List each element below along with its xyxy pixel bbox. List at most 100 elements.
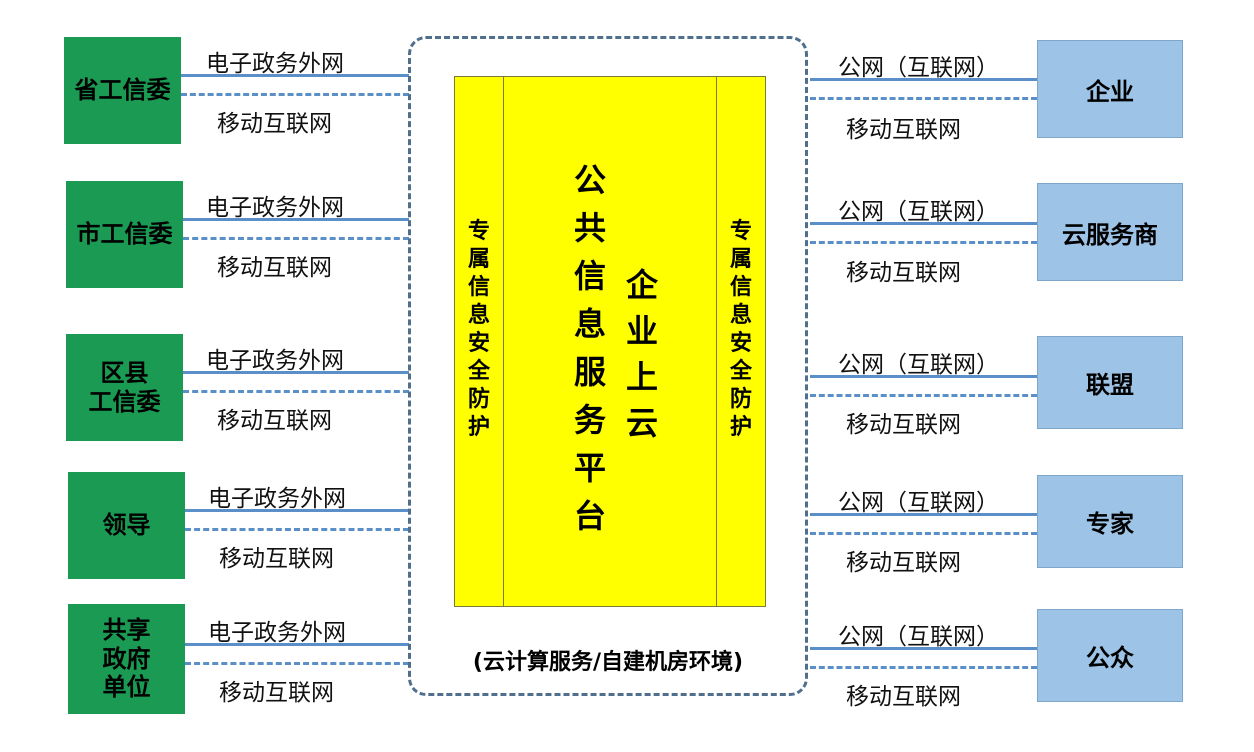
left-dashed-line-5 [185, 662, 409, 665]
left-node-3-line-1: 区县 [100, 358, 149, 387]
left-solid-label-4: 电子政务外网 [208, 486, 346, 512]
right-node-1: 企业 [1037, 40, 1183, 138]
left-solid-line-5 [185, 643, 409, 646]
char: 护 [729, 415, 752, 440]
char: 专 [729, 219, 752, 244]
right-dashed-line-3 [810, 394, 1037, 397]
char: 服 [573, 353, 606, 391]
char: 安 [467, 331, 490, 356]
left-dashed-line-3 [183, 390, 409, 393]
left-node-3-line-2: 工信委 [88, 387, 161, 416]
right-solid-line-3 [810, 375, 1037, 378]
right-dashed-label-4: 移动互联网 [846, 550, 961, 576]
right-node-3-label: 联盟 [1086, 371, 1134, 399]
char: 全 [467, 359, 490, 384]
platform-center-column [504, 76, 716, 607]
right-dashed-line-4 [810, 532, 1037, 535]
left-dashed-line-1 [181, 93, 409, 96]
right-dashed-line-1 [810, 97, 1037, 100]
left-dashed-line-2 [183, 237, 409, 240]
right-node-5: 公众 [1037, 609, 1183, 702]
char: 防 [729, 387, 752, 412]
right-solid-line-4 [810, 513, 1037, 516]
char: 息 [467, 303, 490, 328]
left-solid-label-3: 电子政务外网 [206, 348, 344, 374]
left-dashed-label-3: 移动互联网 [217, 408, 332, 434]
left-solid-line-4 [185, 509, 409, 512]
right-node-4: 专家 [1037, 475, 1183, 568]
char: 属 [467, 247, 490, 272]
platform-title-text: 公共信息服务平台 [566, 156, 614, 540]
char: 务 [573, 401, 606, 439]
platform-cloud-text: 企业上云 [618, 262, 666, 446]
left-node-5-line-1: 共享 [102, 615, 151, 644]
right-dashed-line-5 [810, 666, 1037, 669]
left-solid-line-3 [183, 371, 409, 374]
left-solid-line-1 [181, 74, 409, 77]
right-node-2: 云服务商 [1037, 183, 1183, 281]
platform-boundary [408, 36, 808, 696]
left-security-text: 专属信息安全防护 [454, 218, 504, 442]
platform-right-column [716, 76, 766, 607]
right-node-3: 联盟 [1037, 336, 1183, 429]
char: 平 [573, 449, 606, 487]
right-solid-label-3: 公网（互联网） [838, 352, 999, 378]
right-node-2-label: 云服务商 [1062, 220, 1158, 249]
right-node-4-label: 专家 [1086, 510, 1134, 538]
right-solid-label-2: 公网（互联网） [838, 199, 999, 225]
char: 云 [625, 404, 658, 442]
char: 安 [729, 331, 752, 356]
char: 共 [573, 209, 606, 247]
left-node-5-line-3: 单位 [102, 673, 151, 702]
char: 台 [573, 497, 606, 535]
right-dashed-label-3: 移动互联网 [846, 412, 961, 438]
left-dashed-label-1: 移动互联网 [217, 111, 332, 137]
right-solid-label-4: 公网（互联网） [838, 490, 999, 516]
char: 信 [467, 275, 490, 300]
left-dashed-label-2: 移动互联网 [217, 255, 332, 281]
char: 上 [625, 358, 658, 396]
char: 全 [729, 359, 752, 384]
char: 护 [467, 415, 490, 440]
char: 企 [625, 266, 658, 304]
left-node-1-line-1: 省工信委 [74, 76, 171, 105]
right-dashed-label-5: 移动互联网 [846, 684, 961, 710]
char: 属 [729, 247, 752, 272]
left-node-5-line-2: 政府 [102, 644, 151, 673]
right-dashed-line-2 [810, 241, 1037, 244]
char: 信 [729, 275, 752, 300]
right-dashed-label-1: 移动互联网 [846, 117, 961, 143]
char: 业 [625, 312, 658, 350]
char: 公 [573, 161, 606, 199]
platform-left-column [454, 76, 504, 607]
left-node-4-line-1: 领导 [102, 511, 151, 540]
right-security-text: 专属信息安全防护 [716, 218, 766, 442]
char: 息 [573, 305, 606, 343]
char: 专 [467, 219, 490, 244]
left-dashed-label-5: 移动互联网 [219, 680, 334, 706]
right-solid-label-1: 公网（互联网） [838, 55, 999, 81]
left-dashed-label-4: 移动互联网 [219, 546, 334, 572]
right-solid-line-1 [810, 78, 1037, 81]
left-solid-label-5: 电子政务外网 [208, 620, 346, 646]
right-solid-line-2 [810, 222, 1037, 225]
left-node-4: 领导 [68, 472, 185, 579]
platform-caption: (云计算服务/自建机房环境) [472, 650, 744, 675]
left-solid-label-1: 电子政务外网 [206, 51, 344, 77]
right-solid-line-5 [810, 647, 1037, 650]
right-node-5-label: 公众 [1086, 644, 1134, 672]
char: 防 [467, 387, 490, 412]
right-node-1-label: 企业 [1086, 77, 1134, 106]
char: 信 [573, 257, 606, 295]
left-node-3: 区县 工信委 [66, 334, 183, 441]
left-dashed-line-4 [185, 528, 409, 531]
left-node-5: 共享 政府 单位 [68, 604, 185, 714]
right-solid-label-5: 公网（互联网） [838, 624, 999, 650]
char: 息 [729, 303, 752, 328]
right-dashed-label-2: 移动互联网 [846, 260, 961, 286]
left-solid-line-2 [183, 218, 409, 221]
left-node-2-line-1: 市工信委 [76, 220, 173, 249]
left-solid-label-2: 电子政务外网 [206, 195, 344, 221]
left-node-1: 省工信委 [64, 37, 181, 144]
left-node-2: 市工信委 [66, 181, 183, 288]
